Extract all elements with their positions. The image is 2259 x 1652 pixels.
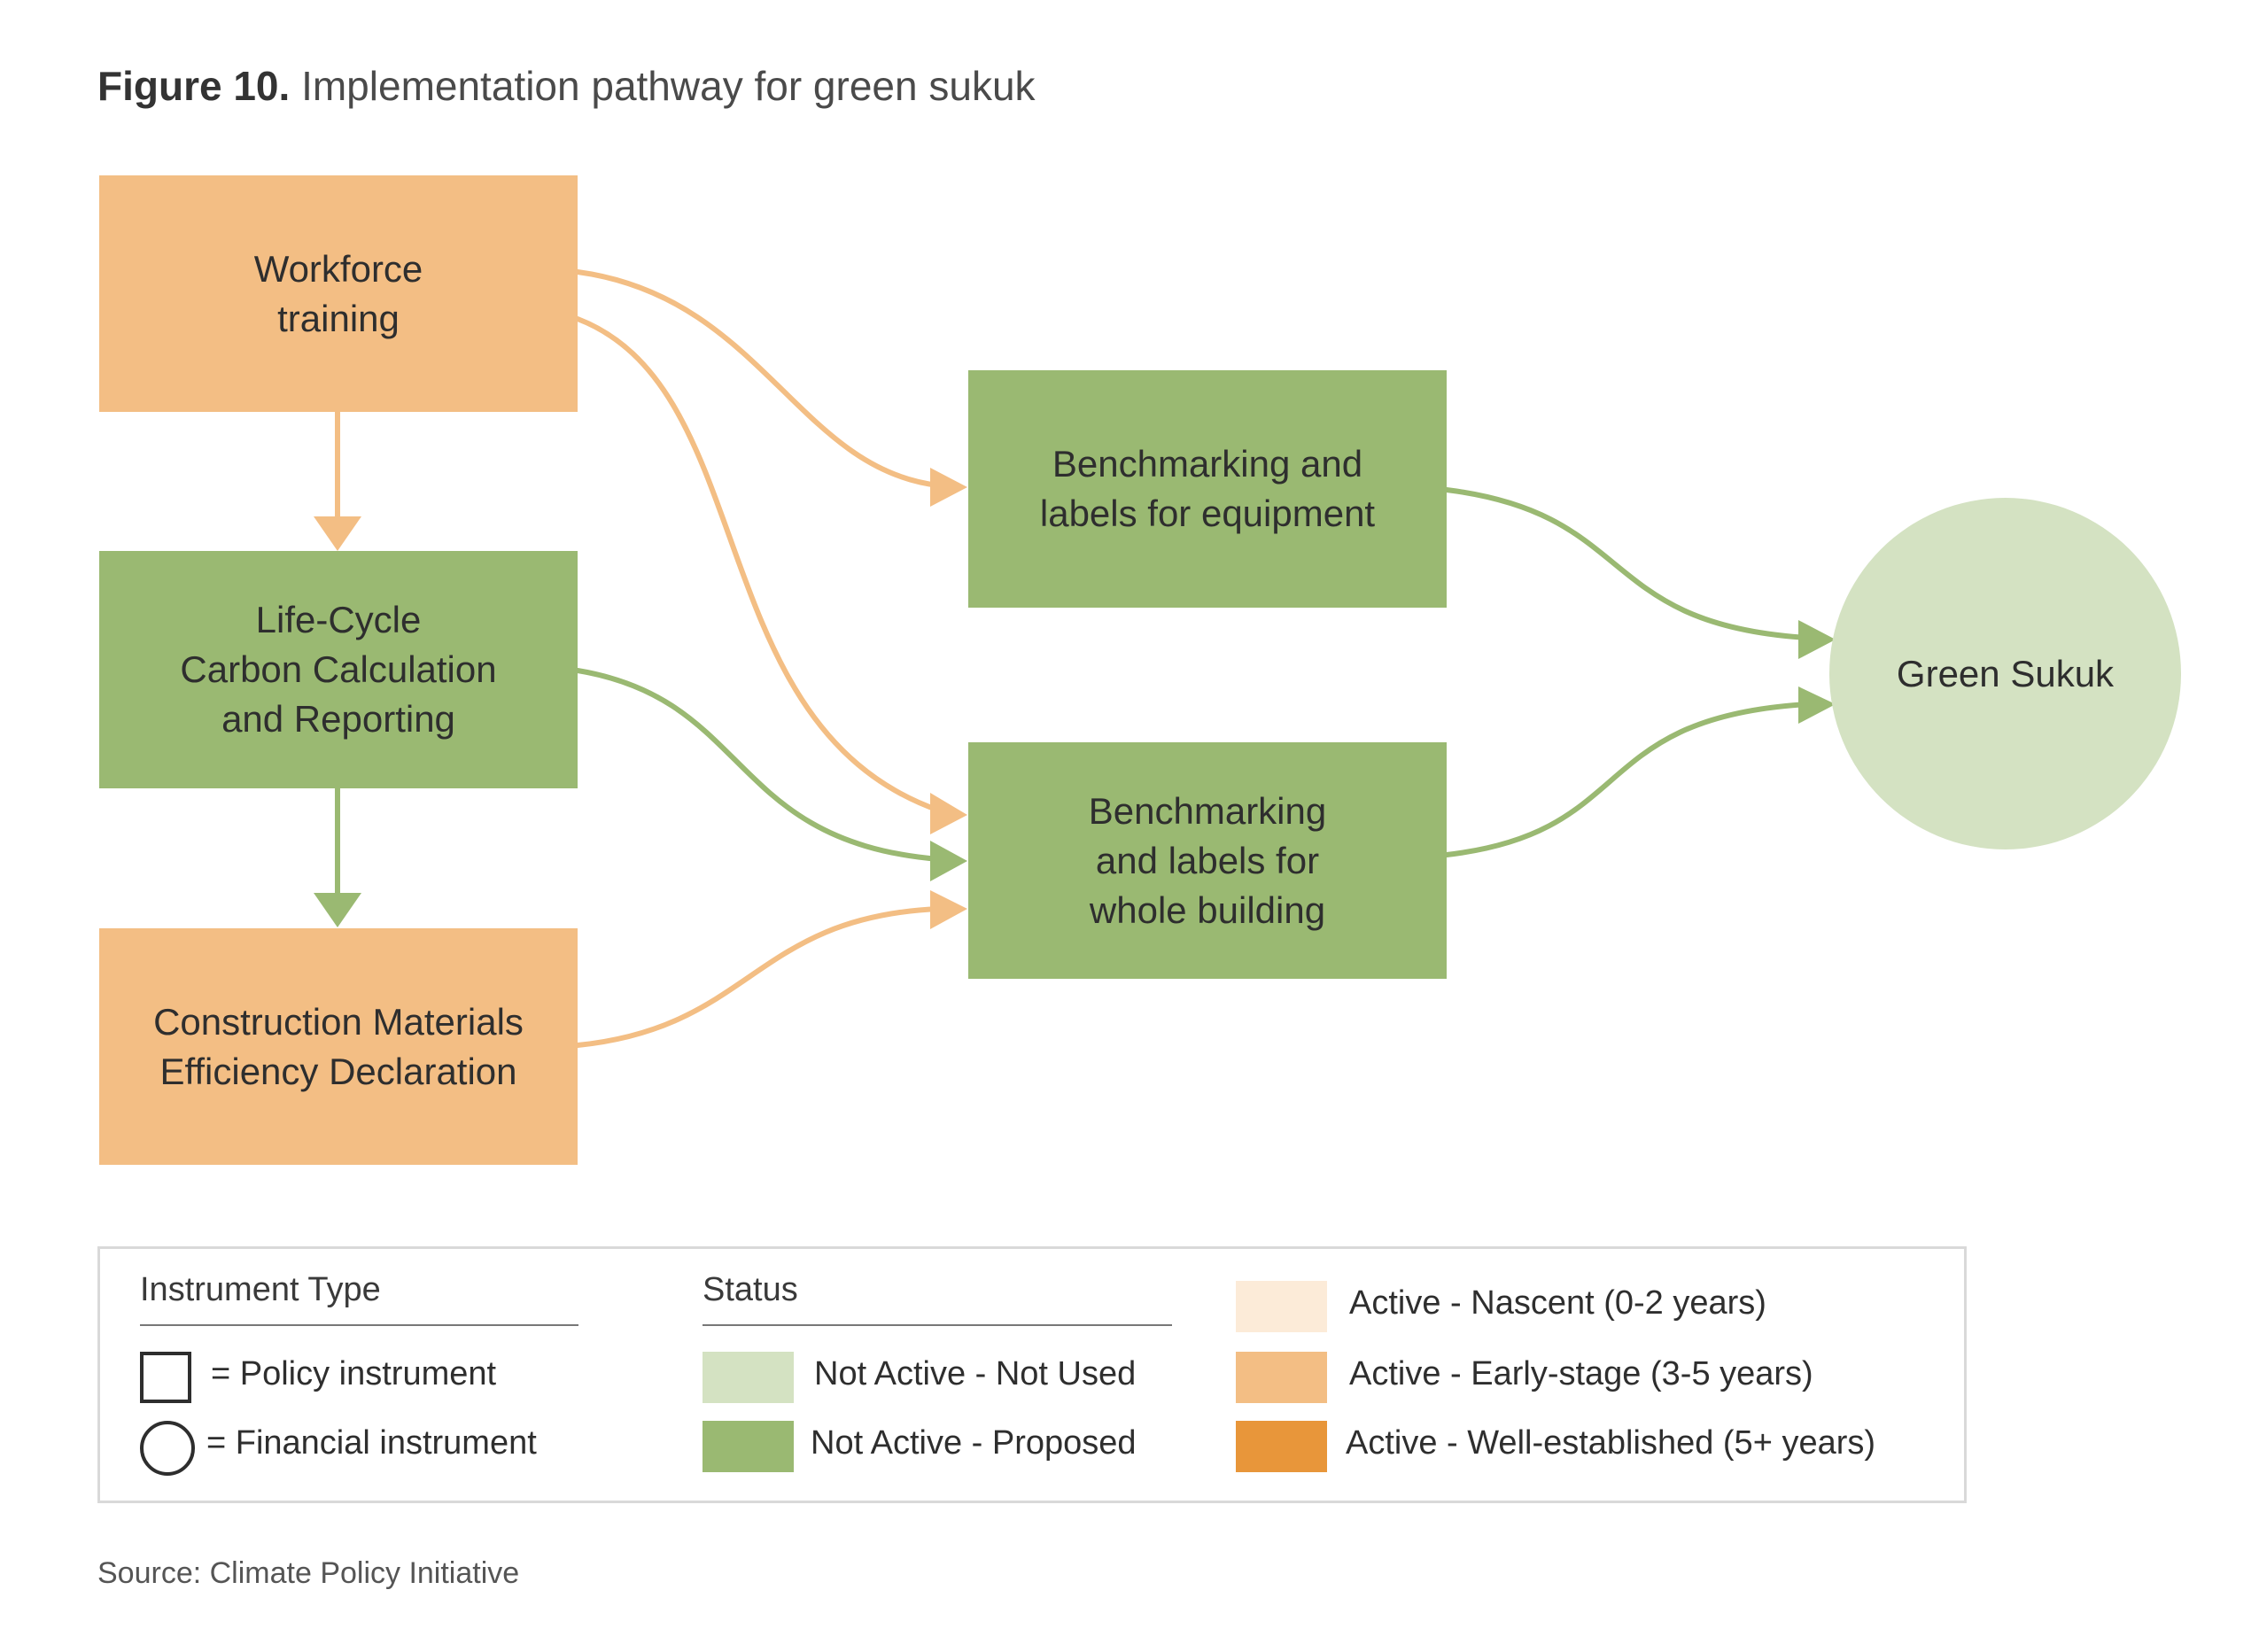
figure-title: Figure 10. Implementation pathway for gr… (97, 62, 1036, 110)
node-text: and Reporting (221, 698, 455, 740)
node-text: Workforce (253, 247, 423, 290)
arrow-lifecycle-to-building (575, 668, 942, 862)
node-text: Carbon Calculation (180, 648, 497, 690)
arrowhead-building-from-workforce (930, 793, 967, 834)
swatch-proposed (703, 1421, 794, 1472)
swatch-not-used (703, 1352, 794, 1403)
legend: Instrument Type = Policy instrument = Fi… (97, 1246, 1967, 1503)
node-benchmarking-equipment: Benchmarking and labels for equipment (968, 370, 1447, 608)
swatch-nascent (1236, 1281, 1327, 1332)
source-note: Source: Climate Policy Initiative (97, 1556, 520, 1590)
arrowhead-building-from-construction (930, 890, 967, 929)
node-construction-materials: Construction Materials Efficiency Declar… (99, 928, 578, 1165)
arrowhead-sukuk-top (1798, 620, 1836, 659)
arrowhead-lifecycle (314, 516, 361, 551)
swatch-early-stage (1236, 1352, 1327, 1403)
arrowhead-construction (314, 893, 361, 927)
legend-policy-label: = Policy instrument (211, 1355, 497, 1392)
legend-proposed-label: Not Active - Proposed (811, 1424, 1137, 1462)
arrowhead-sukuk-bottom (1798, 686, 1836, 724)
arrow-workforce-to-building (575, 316, 942, 813)
node-text: Life-Cycle (255, 599, 422, 640)
node-text: and labels for (1095, 839, 1320, 881)
legend-well-established-label: Active - Well-established (5+ years) (1346, 1424, 1876, 1462)
financial-circle-icon (140, 1421, 195, 1476)
arrow-building-to-sukuk (1444, 702, 1810, 857)
legend-not-used-label: Not Active - Not Used (814, 1355, 1137, 1392)
node-text: Construction Materials (153, 1000, 524, 1043)
legend-instrument-heading: Instrument Type (140, 1271, 381, 1308)
node-text: Efficiency Declaration (159, 1050, 517, 1092)
legend-early-stage-label: Active - Early-stage (3-5 years) (1349, 1355, 1813, 1392)
arrow-construction-to-building (575, 906, 942, 1048)
swatch-well-established (1236, 1421, 1327, 1472)
legend-status-rule (703, 1324, 1172, 1326)
arrow-equipment-to-sukuk (1444, 487, 1810, 640)
legend-nascent-label: Active - Nascent (0-2 years) (1349, 1284, 1766, 1322)
arrow-workforce-to-equipment (575, 269, 942, 488)
node-text: labels for equipment (1039, 492, 1376, 534)
node-text: Benchmarking (1088, 789, 1327, 832)
node-green-sukuk: Green Sukuk (1829, 498, 2181, 849)
legend-instrument-rule (140, 1324, 578, 1326)
node-text: whole building (1089, 888, 1326, 931)
node-lifecycle-carbon: Life-Cycle Carbon Calculation and Report… (99, 551, 578, 788)
figure-caption: Implementation pathway for green sukuk (301, 63, 1036, 109)
arrowhead-equipment (930, 468, 967, 507)
arrowhead-building-from-lifecycle (930, 841, 967, 881)
legend-status-heading: Status (703, 1271, 798, 1308)
legend-financial-label: = Financial instrument (206, 1424, 537, 1462)
node-text: Benchmarking and (1052, 443, 1363, 485)
figure-label: Figure 10. (97, 63, 291, 109)
policy-square-icon (140, 1352, 191, 1403)
node-benchmarking-building: Benchmarking and labels for whole buildi… (968, 742, 1447, 979)
node-text: Green Sukuk (1896, 652, 2115, 694)
node-text: training (277, 297, 400, 339)
node-workforce-training: Workforce training (99, 175, 578, 412)
